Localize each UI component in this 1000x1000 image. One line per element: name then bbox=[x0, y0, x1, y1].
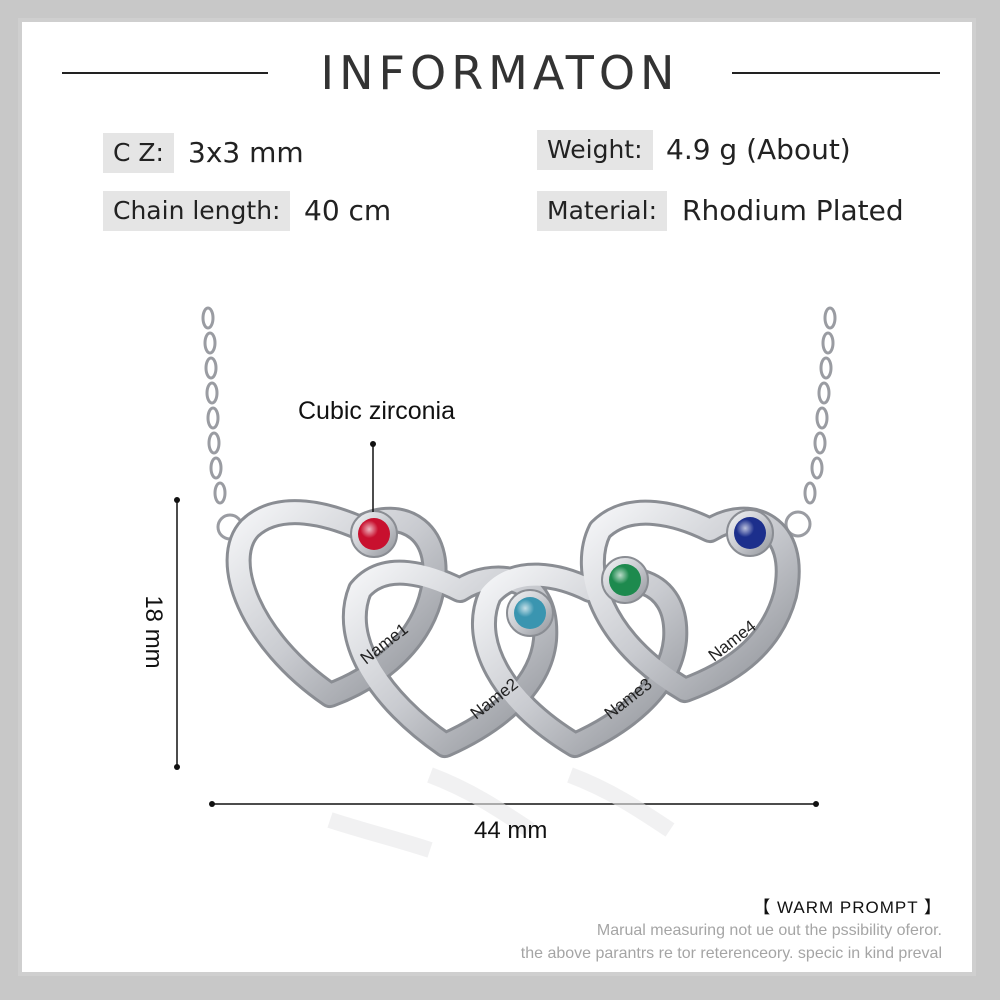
chain-left bbox=[201, 306, 244, 541]
height-dimension-line bbox=[174, 497, 180, 770]
warm-prompt-line-1: Marual measuring not ue out the pssibili… bbox=[596, 922, 942, 939]
material-label: Material: bbox=[537, 191, 667, 231]
birthstone-settings bbox=[350, 509, 774, 637]
height-dimension-label: 18 mm bbox=[140, 595, 167, 668]
callout-pointer bbox=[370, 441, 376, 512]
warm-prompt-line-2: the above parantrs re tor reterenceory. … bbox=[520, 945, 942, 962]
cz-value: 3x3 mm bbox=[188, 136, 304, 169]
weight-label: Weight: bbox=[537, 130, 653, 170]
chain-length-value: 40 cm bbox=[304, 194, 392, 227]
cz-label: C Z: bbox=[103, 133, 174, 173]
material-value: Rhodium Plated bbox=[682, 194, 904, 227]
pendant-reflection bbox=[327, 767, 675, 858]
width-dimension-label: 44 mm bbox=[474, 817, 548, 844]
cubic-zirconia-callout: Cubic zirconia bbox=[298, 397, 456, 425]
title-rule-right bbox=[732, 72, 940, 74]
warm-prompt-heading: 【 WARM PROMPT 】 bbox=[753, 898, 942, 917]
page-title: INFORMATON bbox=[320, 46, 680, 100]
width-dimension-line bbox=[209, 801, 819, 807]
chain-right bbox=[784, 306, 837, 538]
pendant-hearts bbox=[225, 499, 801, 758]
title-rule-left bbox=[62, 72, 268, 74]
weight-value: 4.9 g (About) bbox=[666, 133, 851, 166]
chain-length-label: Chain length: bbox=[103, 191, 291, 231]
